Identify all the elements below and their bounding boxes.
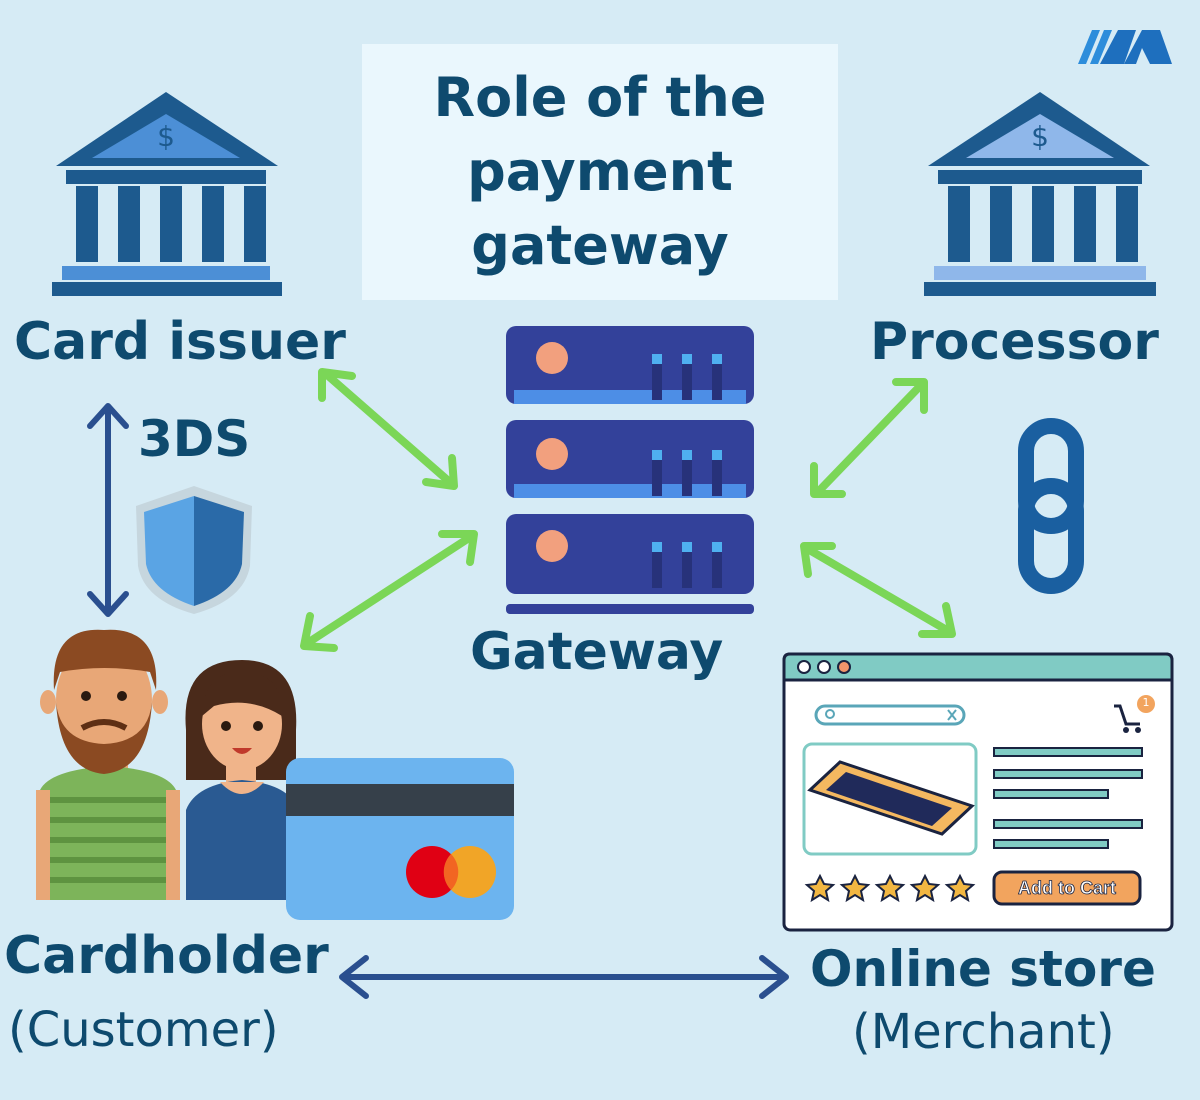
title-line-2: payment bbox=[467, 140, 733, 203]
card-issuer-dollar-icon: $ bbox=[157, 120, 175, 153]
cardholder-label: Cardholder bbox=[4, 926, 329, 986]
chain-link-icon bbox=[1018, 418, 1084, 594]
man-avatar bbox=[36, 629, 180, 900]
processor-dollar-icon: $ bbox=[1031, 120, 1049, 153]
three-ds-label: 3DS bbox=[138, 410, 251, 468]
gateway-label: Gateway bbox=[470, 622, 724, 682]
rating-stars bbox=[804, 873, 976, 903]
online-store-browser bbox=[782, 652, 1174, 932]
brand-logo bbox=[1078, 30, 1172, 64]
card-issuer-bank-icon bbox=[52, 92, 282, 296]
processor-label: Processor bbox=[870, 312, 1159, 372]
online-store-sub-label: (Merchant) bbox=[852, 1004, 1115, 1060]
card-issuer-label: Card issuer bbox=[14, 312, 346, 372]
arrow-processor-gateway bbox=[810, 378, 928, 498]
arrow-cardholder-store bbox=[339, 955, 789, 999]
arrow-store-gateway bbox=[800, 542, 956, 638]
gateway-server-icon bbox=[506, 326, 754, 614]
add-to-cart-button[interactable]: Add to Cart bbox=[1018, 878, 1117, 899]
cardholder-sub-label: (Customer) bbox=[8, 1002, 279, 1058]
cart-badge: 1 bbox=[1142, 696, 1150, 709]
title-line-3: gateway bbox=[471, 214, 729, 277]
shield-icon bbox=[136, 486, 252, 614]
credit-card-icon bbox=[286, 758, 514, 920]
woman-avatar bbox=[185, 660, 298, 900]
arrow-issuer-gateway bbox=[318, 368, 458, 490]
arrow-cardholder-gateway bbox=[300, 530, 478, 652]
title-box: Role of the payment gateway bbox=[362, 44, 838, 300]
title-line-1: Role of the bbox=[433, 66, 767, 129]
processor-bank-icon bbox=[924, 92, 1156, 296]
online-store-label: Online store bbox=[810, 940, 1156, 998]
arrow-3ds-vertical bbox=[87, 403, 129, 617]
